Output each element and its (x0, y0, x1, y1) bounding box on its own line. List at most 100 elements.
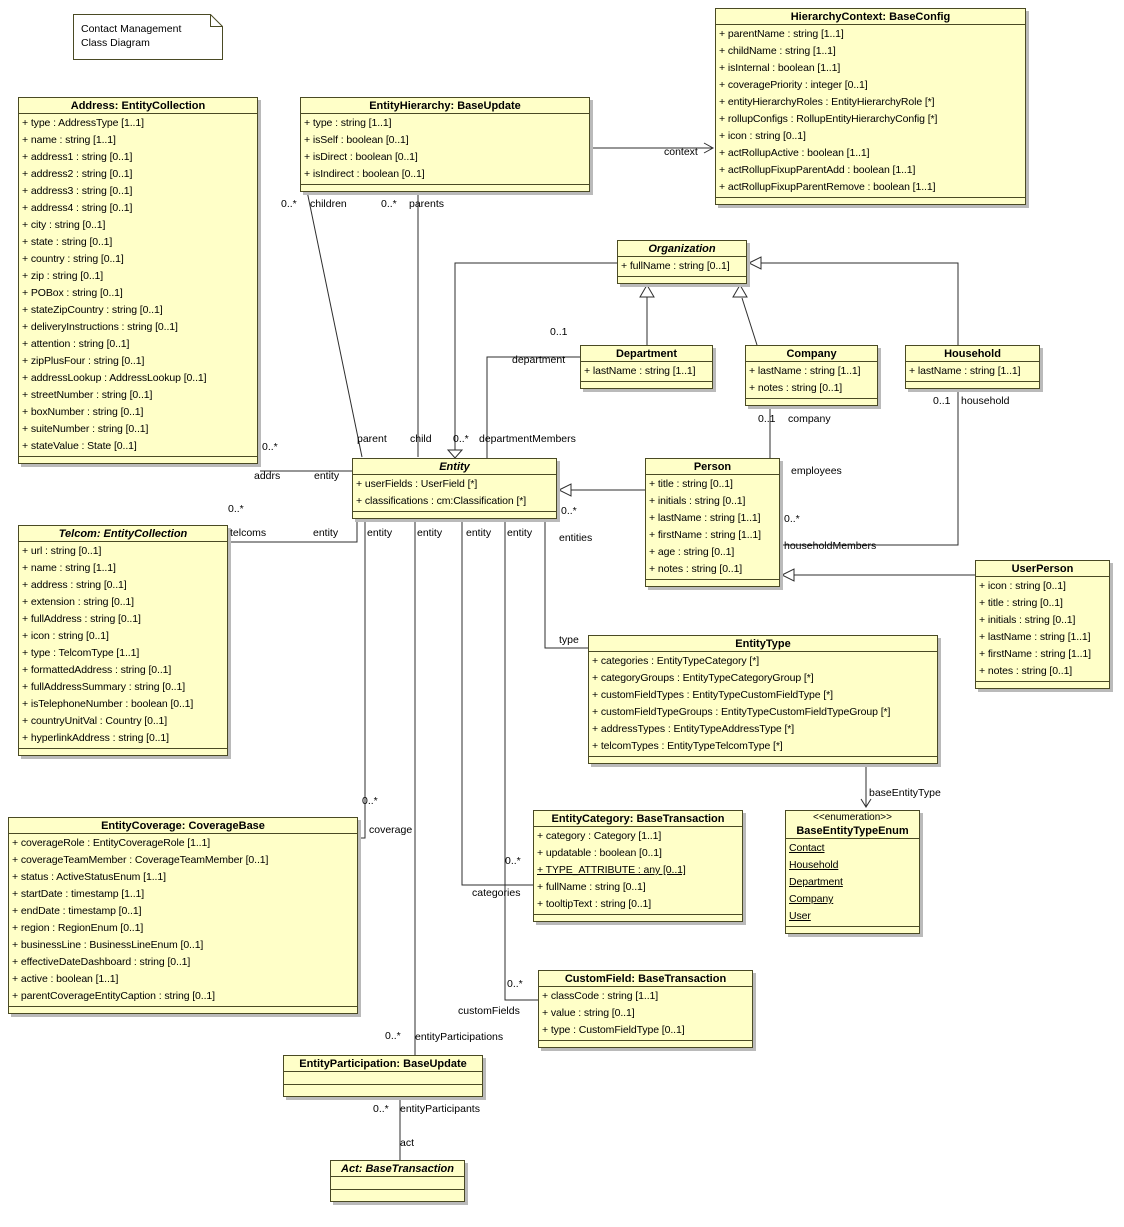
class-entity-hierarchy[interactable]: EntityHierarchy: BaseUpdate+ type : stri… (300, 97, 590, 192)
gen-person-entity (557, 483, 645, 497)
attributes-compartment: + type : string [1..1]+ isSelf : boolean… (301, 114, 589, 184)
class-custom-field[interactable]: CustomField: BaseTransaction+ classCode … (538, 970, 753, 1048)
class-entity-coverage[interactable]: EntityCoverage: CoverageBase + coverageRo… (8, 817, 358, 1014)
class-user-person[interactable]: UserPerson+ icon : string [0..1]+ title … (975, 560, 1110, 689)
attribute-row: + endDate : timestamp [0..1] (12, 905, 142, 917)
attribute-row: + fullName : string [0..1] (537, 881, 646, 893)
attribute-row: + country : string [0..1] (22, 253, 124, 265)
attribute-row: + url : string [0..1] (22, 545, 102, 557)
role-label-parent: parent (357, 433, 387, 445)
operations-compartment (581, 381, 712, 388)
attribute-row: + classCode : string [1..1] (542, 990, 659, 1002)
role-label-cov: coverage (369, 824, 413, 836)
attribute-row: + formattedAddress : string [0..1] (22, 664, 172, 676)
attribute-row: + icon : string [0..1] (979, 580, 1066, 592)
assoc-entityhierarchy-entity-children-parent (306, 190, 363, 458)
operations-compartment (539, 1040, 752, 1047)
attributes-compartment: + icon : string [0..1]+ title : string [… (976, 577, 1109, 681)
multiplicity-cov-m: 0..* (362, 795, 378, 807)
attribute-row: + icon : string [0..1] (719, 130, 806, 142)
class-title-compartment: EntityParticipation: BaseUpdate (284, 1056, 482, 1072)
diagram-title-note[interactable]: Contact Management Class Diagram (73, 14, 223, 60)
multiplicity-epp-m: 0..* (373, 1103, 389, 1115)
class-entity-category[interactable]: EntityCategory: BaseTransaction+ categor… (533, 810, 743, 922)
role-label-emp: employees (791, 465, 842, 477)
attribute-row: + address3 : string [0..1] (22, 185, 133, 197)
stereotype-label: <<enumeration>> (813, 812, 892, 823)
class-name: EntityCoverage: CoverageBase (101, 820, 265, 832)
assoc-entity-entitycoverage-coverage (360, 519, 366, 839)
class-person[interactable]: Person+ title : string [0..1]+ initials … (645, 458, 780, 587)
class-title-compartment: Entity (353, 459, 556, 475)
attribute-row: + isInternal : boolean [1..1] (719, 62, 841, 74)
attribute-row: + telcomTypes : EntityTypeTelcomType [*] (592, 740, 783, 752)
attribute-row: + fullName : string [0..1] (621, 260, 730, 272)
class-company[interactable]: Company+ lastName : string [1..1]+ notes… (745, 345, 878, 406)
attribute-row: + coveragePriority : integer [0..1] (719, 79, 868, 91)
class-organization[interactable]: Organization + fullName : string [0..1] (617, 240, 747, 284)
assoc-entity-entitytype-type (544, 519, 588, 649)
gen-department-organization (639, 284, 655, 345)
class-title-compartment: Telcom: EntityCollection (19, 526, 227, 542)
role-label-bet: baseEntityType (869, 787, 941, 799)
attribute-row: + icon : string [0..1] (22, 630, 109, 642)
class-act[interactable]: Act: BaseTransaction (330, 1160, 465, 1202)
attributes-compartment: + type : AddressType [1..1]+ name : stri… (19, 114, 257, 456)
attribute-row: + POBox : string [0..1] (22, 287, 123, 299)
attribute-row: + address4 : string [0..1] (22, 202, 133, 214)
attribute-row: + lastName : string [1..1] (979, 631, 1091, 643)
class-title-compartment: <<enumeration>>BaseEntityTypeEnum (786, 811, 919, 839)
class-department[interactable]: Department+ lastName : string [1..1] (580, 345, 713, 389)
gen-userperson-person (780, 568, 975, 582)
attributes-compartment: + classCode : string [1..1]+ value : str… (539, 987, 752, 1040)
attribute-row: + userFields : UserField [*] (356, 478, 478, 490)
class-name: Organization (648, 243, 716, 255)
attribute-row: + title : string [0..1] (649, 478, 733, 490)
class-name: Company (786, 348, 837, 360)
multiplicity-entities-m: 0..* (561, 505, 577, 517)
attribute-row: + isIndirect : boolean [0..1] (304, 168, 425, 180)
gen-household-organization (747, 256, 959, 345)
operations-compartment (746, 398, 877, 405)
class-telcom[interactable]: Telcom: EntityCollection+ url : string [… (18, 525, 228, 756)
multiplicity-com-m: 0..1 (758, 413, 776, 425)
attribute-row: + businessLine : BusinessLineEnum [0..1] (12, 939, 204, 951)
attributes-compartment: + fullName : string [0..1] (618, 257, 746, 276)
role-label-hh: household (961, 395, 1010, 407)
class-hierarchy-context[interactable]: HierarchyContext: BaseConfig+ parentName… (715, 8, 1026, 205)
role-label-entities: entities (559, 532, 593, 544)
operations-compartment (906, 381, 1039, 388)
class-title-compartment: EntityHierarchy: BaseUpdate (301, 98, 589, 114)
attribute-row: + parentCoverageEntityCaption : string [… (12, 990, 215, 1002)
role-label-cat: categories (472, 887, 521, 899)
note-shape (73, 14, 223, 60)
class-title-compartment: EntityCategory: BaseTransaction (534, 811, 742, 827)
class-address[interactable]: Address: EntityCollection+ type : Addres… (18, 97, 258, 464)
attribute-row: + actRollupFixupParentAdd : boolean [1..… (719, 164, 916, 176)
class-name: HierarchyContext: BaseConfig (790, 11, 951, 23)
class-entity-type[interactable]: EntityType+ categories : EntityTypeCateg… (588, 635, 938, 764)
attribute-row: + addressTypes : EntityTypeAddressType [… (592, 723, 795, 735)
class-title-compartment: CustomField: BaseTransaction (539, 971, 752, 987)
operations-compartment (976, 681, 1109, 688)
attribute-row: + extension : string [0..1] (22, 596, 134, 608)
class-household[interactable]: Household+ lastName : string [1..1] (905, 345, 1040, 389)
attributes-compartment: + url : string [0..1]+ name : string [1.… (19, 542, 227, 748)
class-title-compartment: UserPerson (976, 561, 1109, 577)
attribute-row: + lastName : string [1..1] (584, 365, 696, 377)
attribute-row: Household (789, 859, 839, 871)
attribute-row: + firstName : string [1..1] (649, 529, 761, 541)
assoc-entity-customfield-customfields (504, 519, 538, 1001)
multiplicity-hhm-m: 0..* (784, 513, 800, 525)
attribute-row: + firstName : string [1..1] (979, 648, 1091, 660)
multiplicity-dm-m: 0..* (453, 433, 469, 445)
role-label-ctx: context (664, 146, 698, 158)
attribute-row: + isSelf : boolean [0..1] (304, 134, 409, 146)
class-entity-participation[interactable]: EntityParticipation: BaseUpdate (283, 1055, 483, 1097)
attribute-row: Department (789, 876, 843, 888)
class-entity[interactable]: Entity+ userFields : UserField [*]+ clas… (352, 458, 557, 519)
attribute-row: + coverageRole : EntityCoverageRole [1..… (12, 837, 211, 849)
role-label-type: type (559, 634, 579, 646)
